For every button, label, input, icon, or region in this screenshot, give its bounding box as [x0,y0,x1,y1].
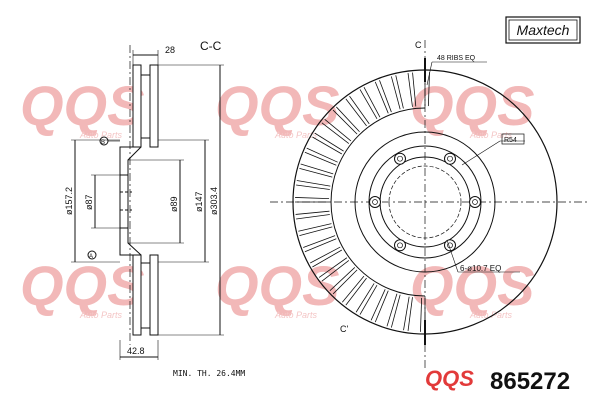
watermark-logo: QQS [20,254,144,317]
watermark-layer: QQS Auto Parts QQS Auto Parts QQS Auto P… [20,74,534,320]
cooling-rib [312,136,343,155]
cooling-rib [427,72,430,107]
dim-147: ø147 [194,191,204,212]
watermark-sub: Auto Parts [79,130,123,140]
cooling-rib [296,184,330,190]
cooling-rib [345,98,367,127]
bolt-holes [369,152,481,252]
bolt-hole-inner [397,242,403,249]
cooling-rib [324,118,352,142]
bolt-hole [469,196,481,208]
cooling-rib [296,214,330,220]
cooling-rib [299,167,333,178]
cooling-rib [304,238,337,253]
bolt-hole-inner [372,199,378,205]
front-view [270,40,590,370]
cooling-rib [300,163,334,175]
cooling-rib [312,249,343,268]
cooling-rib [359,89,378,120]
cooling-rib [345,277,367,306]
bolt-hole [394,239,406,252]
watermark-logo: QQS [410,74,534,137]
cooling-rib [390,294,401,328]
dim-outer-diameter: ø303.4 [209,187,219,215]
bolt-hole [444,152,456,165]
cooling-rib [332,269,358,295]
watermark-logo: QQS [215,74,339,137]
r54-label: R54 [504,137,517,144]
cooling-rib [332,109,358,135]
watermark-logo: QQS [410,254,534,317]
cooling-rib [341,275,365,303]
dim-157: ø157.2 [64,187,74,215]
watermark-logo: QQS [215,254,339,317]
bolt-hole-inner [447,242,453,249]
maxtech-logo: Maxtech [505,16,581,44]
cooling-rib [420,297,423,332]
watermark-sub: Auto Parts [469,130,513,140]
cooling-rib [295,197,330,200]
maxtech-logo-text: Maxtech [517,22,570,38]
cooling-rib [407,297,413,331]
dim-offset: 42.8 [127,346,145,356]
cooling-rib [329,267,356,291]
ribs-label: 48 RIBS EQ [437,55,476,62]
watermark-sub: Auto Parts [274,310,318,320]
watermark-sub: Auto Parts [469,310,513,320]
holes-label: 6-ø10.7 EQ [460,264,501,273]
bolt-hole-inner [447,155,453,162]
datum-b: B [101,140,105,146]
cooling-rib [336,106,360,133]
dim-89: ø89 [169,196,179,212]
bolt-hole-inner [472,199,478,205]
cooling-rib [296,180,331,187]
cooling-rib [304,151,337,166]
cooling-rib [306,147,338,163]
cooling-rib [407,73,413,107]
bolt-hole [369,196,381,208]
cooling-rib [370,289,386,321]
cooling-rib [374,81,389,114]
part-number: 865272 [490,368,570,395]
cooling-rib [363,87,381,118]
cooling-rib [395,75,404,109]
front-view-labels: 48 RIBS EQ R54 6-ø10.7 EQ C C' [340,40,517,334]
cooling-rib [321,260,350,282]
cooling-rib [303,235,336,248]
cooling-rib [359,284,378,315]
cooling-rib [298,223,332,232]
bolt-hole [394,152,406,165]
cooling-rib [355,283,375,313]
cooling-rib [379,80,392,113]
cooling-rib [412,72,417,107]
cooling-rib [374,290,389,323]
bolt-hole-inner [397,155,403,162]
cooling-rib [299,226,333,237]
watermark-sub: Auto Parts [79,310,123,320]
cooling-rib [310,246,341,264]
cooling-rib [295,210,330,215]
cooling-rib [318,257,348,278]
watermark-sub: Auto Parts [274,130,318,140]
cooling-ribs [295,72,430,332]
datum-a: A [89,254,93,260]
section-c-bottom: C' [340,324,348,334]
cooling-rib [403,296,410,331]
cooling-rib [390,76,401,110]
cooling-rib [314,132,344,152]
bolt-hole [444,239,456,252]
section-view [71,45,224,360]
section-c-top: C [415,40,422,50]
section-label: C-C [200,39,222,53]
min-thickness: MIN. TH. 26.4MM [173,369,245,378]
cooling-rib [321,122,350,144]
watermark-logo: QQS [20,74,144,137]
dim-thickness: 28 [165,45,175,55]
dim-87: ø87 [84,194,94,210]
section-view-labels: C-C 28 42.8 ø303.4 ø147 ø89 ø87 ø157.2 B… [64,39,222,356]
cooling-rib [349,95,370,125]
footer-logo: QQS [425,366,474,391]
cooling-rib [386,293,398,327]
